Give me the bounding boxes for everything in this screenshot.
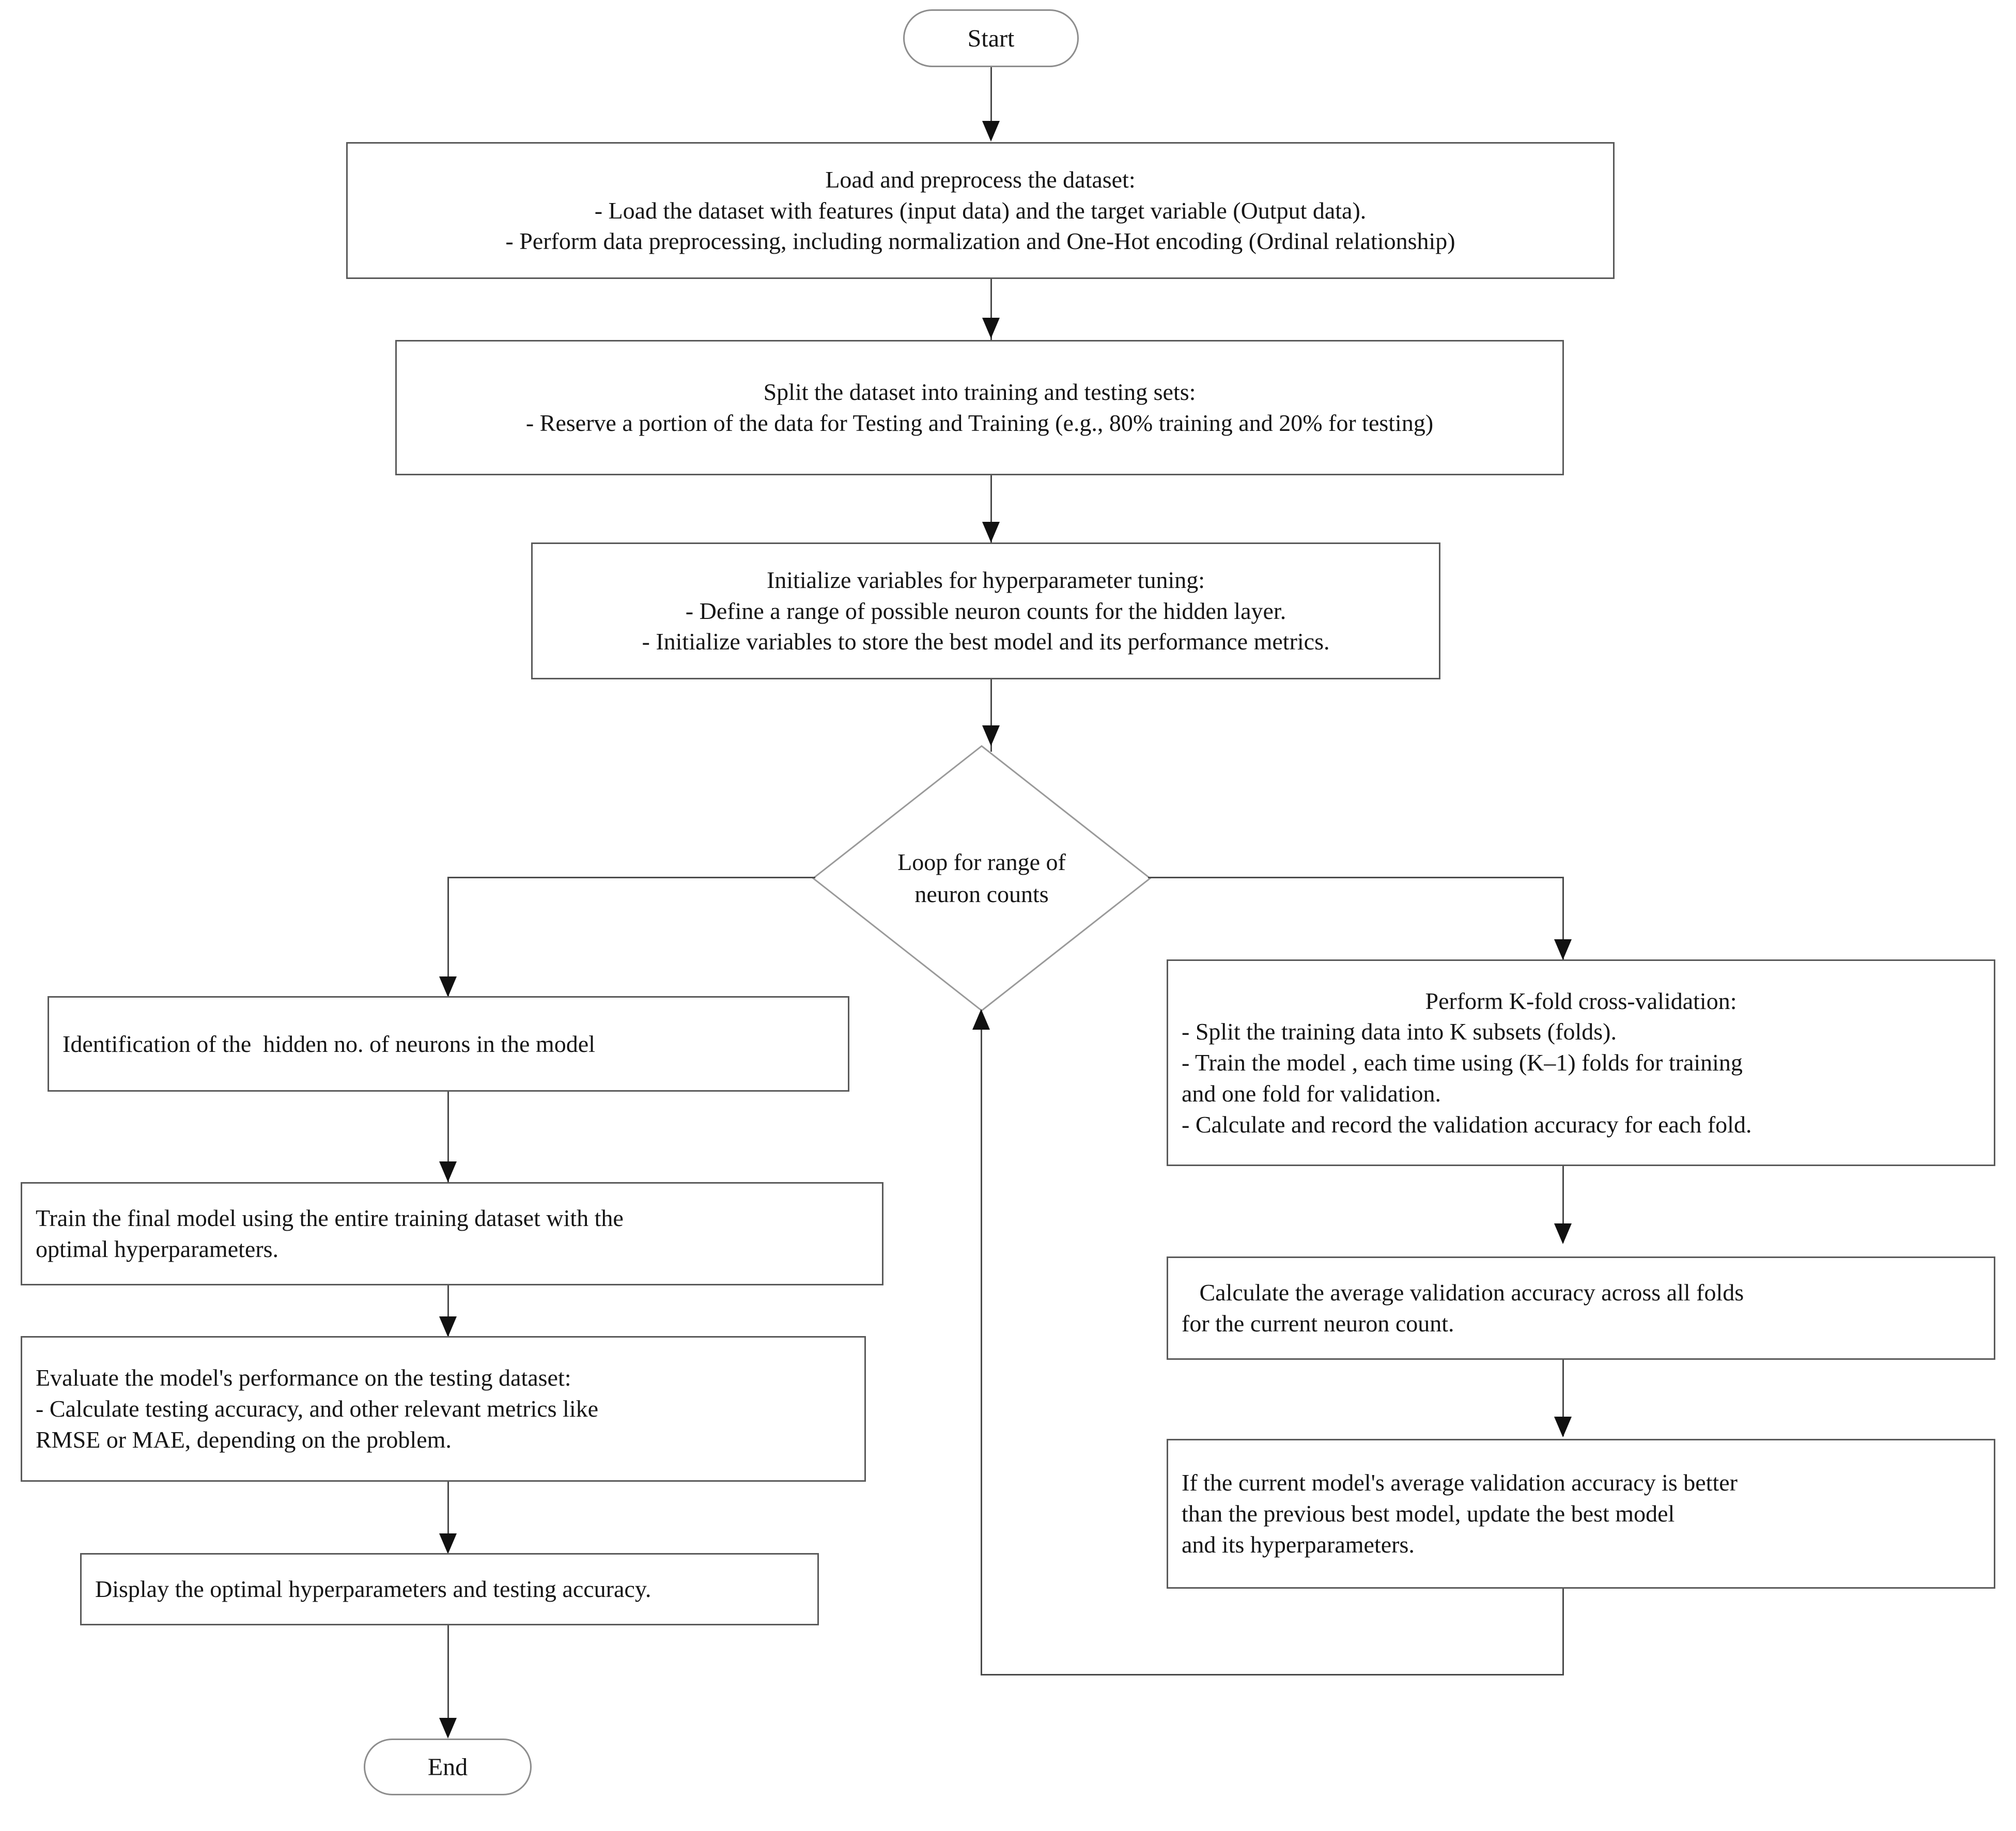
node-split-line-1: Split the dataset into training and test… <box>763 379 1196 406</box>
edge-loop-identify-arrow <box>439 976 457 997</box>
node-init-line-1: Initialize variables for hyperparameter … <box>766 566 1205 593</box>
edge-loop-identify-v <box>447 877 449 997</box>
node-split-line-2: - Reserve a portion of the data for Test… <box>525 410 1434 436</box>
node-train-final-line-1: Train the final model using the entire t… <box>36 1205 624 1232</box>
edge-display-end-line <box>447 1625 449 1734</box>
edge-loopback-up <box>981 1028 982 1675</box>
edge-display-end-arrow <box>439 1718 457 1739</box>
node-end[interactable]: End <box>364 1739 532 1795</box>
edge-start-load-arrow <box>982 121 1000 142</box>
edge-split-init-arrow <box>982 522 1000 542</box>
node-identify-neurons[interactable]: Identification of the hidden no. of neur… <box>48 996 849 1092</box>
node-kfold-line-3: - Train the model , each time using (K–1… <box>1182 1049 1743 1076</box>
node-init-line-2: - Define a range of possible neuron coun… <box>685 597 1286 624</box>
node-kfold-line-4: and one fold for validation. <box>1182 1080 1441 1107</box>
node-evaluate-model[interactable]: Evaluate the model's performance on the … <box>21 1336 866 1482</box>
node-load-line-3: - Perform data preprocessing, including … <box>505 228 1455 255</box>
node-loop-line-1: Loop for range of <box>897 849 1066 876</box>
node-initialize-variables[interactable]: Initialize variables for hyperparameter … <box>531 542 1440 679</box>
edge-load-split-line <box>990 279 992 340</box>
node-average-validation-accuracy[interactable]: Calculate the average validation accurac… <box>1167 1256 1995 1360</box>
edge-loopback-h <box>981 1674 1564 1675</box>
edge-identify-train-line <box>447 1092 449 1182</box>
node-evaluate-line-3: RMSE or MAE, depending on the problem. <box>36 1426 452 1453</box>
node-train-final-line-2: optimal hyperparameters. <box>36 1236 279 1262</box>
edge-identify-train-arrow <box>439 1161 457 1182</box>
node-init-line-3: - Initialize variables to store the best… <box>642 628 1330 655</box>
node-evaluate-line-1: Evaluate the model's performance on the … <box>36 1364 571 1391</box>
edge-kfold-average-line <box>1562 1166 1564 1243</box>
node-identify-line-1: Identification of the hidden no. of neur… <box>63 1030 595 1057</box>
node-start[interactable]: Start <box>903 9 1079 67</box>
edge-load-split-arrow <box>982 318 1000 338</box>
edge-init-loop-line <box>990 679 992 752</box>
node-load-preprocess[interactable]: Load and preprocess the dataset: - Load … <box>346 142 1615 279</box>
edge-loopback-arrow <box>972 1009 990 1030</box>
node-average-line-1: Calculate the average validation accurac… <box>1182 1279 1744 1306</box>
node-loop-decision[interactable]: Loop for range of neuron counts <box>811 744 1152 1013</box>
edge-start-load-line <box>990 67 992 124</box>
edge-evaluate-display-line <box>447 1482 449 1551</box>
edge-loop-identify-h <box>447 877 815 878</box>
edge-loop-kfold-h <box>1148 877 1564 878</box>
edge-average-update-arrow <box>1554 1417 1572 1437</box>
node-load-line-1: Load and preprocess the dataset: <box>825 166 1136 193</box>
node-start-label: Start <box>967 24 1015 52</box>
node-update-line-3: and its hyperparameters. <box>1182 1531 1415 1558</box>
node-train-final-model[interactable]: Train the final model using the entire t… <box>21 1182 883 1285</box>
node-update-best-model[interactable]: If the current model's average validatio… <box>1167 1439 1995 1589</box>
node-loop-line-2: neuron counts <box>914 881 1049 907</box>
node-kfold-cross-validation[interactable]: Perform K-fold cross-validation: - Split… <box>1167 959 1995 1166</box>
edge-kfold-average-arrow <box>1554 1223 1572 1244</box>
node-average-line-2: for the current neuron count. <box>1182 1310 1454 1337</box>
edge-loopback-down <box>1562 1589 1564 1675</box>
edge-train-evaluate-line <box>447 1285 449 1336</box>
edge-split-init-line <box>990 475 992 542</box>
node-kfold-line-2: - Split the training data into K subsets… <box>1182 1018 1617 1045</box>
node-update-line-2: than the previous best model, update the… <box>1182 1500 1675 1527</box>
node-loop-label: Loop for range of neuron counts <box>811 744 1152 1013</box>
node-end-label: End <box>427 1753 468 1781</box>
edge-loop-kfold-v <box>1562 877 1564 959</box>
node-split-dataset[interactable]: Split the dataset into training and test… <box>395 340 1564 475</box>
node-load-line-2: - Load the dataset with features (input … <box>594 197 1367 224</box>
edge-train-evaluate-arrow <box>439 1316 457 1337</box>
node-display-results[interactable]: Display the optimal hyperparameters and … <box>80 1553 819 1625</box>
node-evaluate-line-2: - Calculate testing accuracy, and other … <box>36 1395 599 1422</box>
edge-init-loop-arrow <box>982 725 1000 746</box>
edge-loop-kfold-arrow <box>1554 939 1572 960</box>
node-kfold-line-1: Perform K-fold cross-validation: <box>1425 987 1737 1014</box>
edge-evaluate-display-arrow <box>439 1533 457 1554</box>
edge-average-update-line <box>1562 1360 1564 1436</box>
node-kfold-line-5: - Calculate and record the validation ac… <box>1182 1111 1752 1138</box>
node-display-line-1: Display the optimal hyperparameters and … <box>95 1576 652 1603</box>
node-update-line-1: If the current model's average validatio… <box>1182 1469 1738 1496</box>
